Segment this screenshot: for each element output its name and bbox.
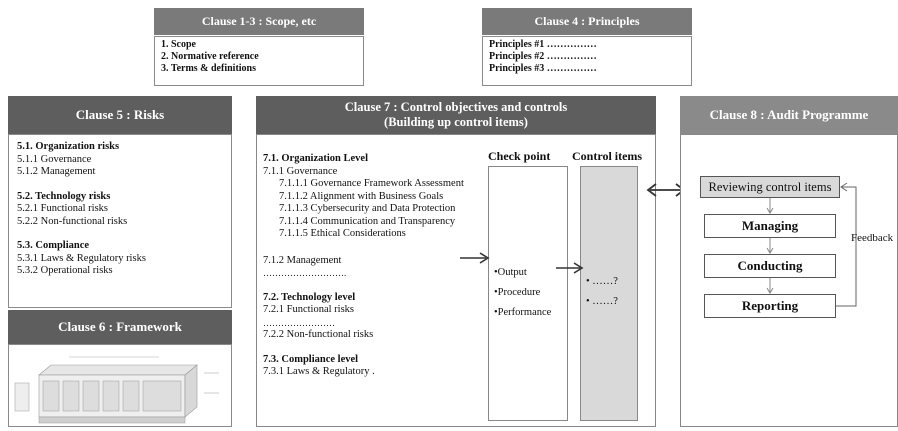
risk-item: 5.3.1 Laws & Regulatory risks [17,252,146,264]
governance-subitem: 7.1.1.4 Communication and Transparency [279,215,456,227]
ellipsis: …………………… [263,317,335,328]
clause-4-panel: Clause 4 : Principles Principles #1 …………… [482,8,692,86]
tech-item: 7.2.2 Non-functional risks [263,329,374,340]
clause-1-3-item: 1. Scope [161,39,196,50]
clause-7-title: Clause 7 : Control objectives and contro… [256,96,656,134]
control-items-list: 7.1. Organization Level 7.1.1 Governance… [263,153,503,379]
clause-4-title: Clause 4 : Principles [482,8,692,35]
flow-arrows [460,252,584,274]
control-items-column [580,166,638,421]
step-reporting: Reporting [704,294,836,318]
control-items-values: • ……? • ……? [586,272,618,312]
clause-8-title: Clause 8 : Audit Programme [680,96,898,134]
principle-item: Principles #2 …………… [489,51,597,62]
clause-5-panel: Clause 5 : Risks 5.1. Organization risks… [8,96,232,308]
compliance-level-heading: 7.3. Compliance level [263,353,359,365]
governance-subitem: 7.1.1.5 Ethical Considerations [279,228,406,239]
clause-8-panel: Clause 8 : Audit Programme Reviewing con… [680,96,898,427]
checkpoint-label: Check point [488,149,551,163]
clause-7-title-line1: Clause 7 : Control objectives and contro… [344,100,568,114]
framework-figure [8,344,232,427]
tech-level-heading: 7.2. Technology level [263,291,356,303]
checkpoint-item: •Output [494,267,527,278]
control-item: • ……? [586,276,618,287]
org-level-heading: 7.1. Organization Level [263,153,368,164]
risk-group-heading: 5.1. Organization risks [17,141,120,152]
risk-item: 5.1.2 Management [17,166,96,177]
control-items-label: Control items [572,149,643,163]
risk-item: 5.3.2 Operational risks [17,265,113,276]
governance-item: 7.1.1 Governance [263,165,338,177]
clause-6-title: Clause 6 : Framework [8,310,232,344]
audit-flow-connectors [766,182,857,307]
clause-1-3-panel: Clause 1-3 : Scope, etc 1. Scope 2. Norm… [154,8,364,86]
clause-1-3-item: 3. Terms & definitions [161,63,257,74]
compliance-item: 7.3.1 Laws & Regulatory . [263,366,375,377]
governance-subitem: 7.1.1.2 Alignment with Business Goals [279,190,444,202]
clause-1-3-title: Clause 1-3 : Scope, etc [154,8,364,35]
tech-item: 7.2.1 Functional risks [263,304,354,315]
step-reviewing: Reviewing control items [700,176,840,198]
feedback-loop [836,186,857,307]
framework-diagram [14,356,219,424]
checkpoint-column [488,166,568,421]
principle-item: Principles #1 …………… [489,39,597,50]
risk-item: 5.1.1 Governance [17,153,92,165]
clause-6-panel: Clause 6 : Framework [8,310,232,427]
clause-7-title-line2: (Building up control items) [384,115,528,129]
control-item: • ……? [586,296,618,307]
ellipsis: ………………………. [263,268,347,278]
step-managing: Managing [704,214,836,238]
clause-4-body: Principles #1 …………… Principles #2 …………… … [482,36,692,86]
governance-subitem: 7.1.1.3 Cybersecurity and Data Protectio… [279,203,456,214]
checkpoint-item: •Procedure [494,287,541,298]
step-conducting: Conducting [704,254,836,278]
risk-item: 5.2.2 Non-functional risks [17,215,128,227]
management-item: 7.1.2 Management [263,254,342,266]
clause-5-title: Clause 5 : Risks [8,96,232,134]
clause-7-panel: Clause 7 : Control objectives and contro… [256,96,656,427]
checkpoint-list: •Output •Procedure •Performance [494,263,551,323]
risk-group-heading: 5.3. Compliance [17,240,90,251]
risk-group-heading: 5.2. Technology risks [17,190,111,202]
governance-subitem: 7.1.1.1 Governance Framework Assessment [279,178,464,189]
clause-5-body: 5.1. Organization risks 5.1.1 Governance… [8,134,232,308]
risk-item: 5.2.1 Functional risks [17,203,108,214]
checkpoint-item: •Performance [494,307,552,318]
clause-1-3-item: 2. Normative reference [161,51,259,62]
feedback-label: Feedback [851,232,894,244]
clause-1-3-body: 1. Scope 2. Normative reference 3. Terms… [154,36,364,86]
principle-item: Principles #3 …………… [489,63,597,74]
